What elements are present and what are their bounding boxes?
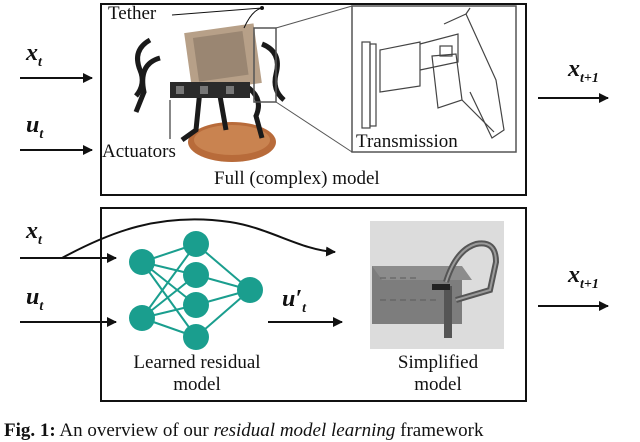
neuron-hidden-4 (183, 324, 209, 350)
learned-label-line1: Learned residual (133, 352, 261, 373)
zoom-box (253, 27, 277, 103)
residual-action-label: u′t (282, 286, 306, 316)
simplified-model-label: Simplified model (378, 352, 498, 396)
tether-pointer (171, 7, 263, 16)
caption-text-a: An overview of our (55, 420, 214, 441)
simplified-label-line1: Simplified (397, 352, 479, 373)
neuron-input-2 (129, 305, 155, 331)
neural-network (129, 231, 263, 350)
figure-caption: Fig. 1: An overview of our residual mode… (4, 420, 484, 442)
neuron-hidden-1 (183, 231, 209, 257)
top-action-label: ut (26, 112, 44, 142)
transmission-label: Transmission (356, 131, 458, 152)
full-model-frame (100, 3, 527, 196)
top-state-label: xt (26, 40, 42, 70)
caption-italic: residual model learning (213, 420, 396, 441)
caption-prefix: Fig. 1: (4, 420, 56, 441)
learned-residual-label: Learned residual model (114, 352, 280, 396)
simplified-model-frame (100, 207, 527, 402)
learned-label-line2: model (173, 374, 221, 395)
neuron-output (237, 277, 263, 303)
neuron-hidden-2 (183, 262, 209, 288)
bottom-next-state-label: xt+1 (568, 262, 599, 292)
simplified-model-render (370, 221, 504, 349)
zoom-connector-top (275, 5, 353, 29)
tether-label: Tether (108, 3, 157, 24)
actuators-label: Actuators (102, 141, 176, 162)
transmission-drawing (361, 7, 505, 139)
bottom-action-label: ut (26, 284, 44, 314)
bypass-curve-arrow (61, 218, 336, 259)
caption-text-b: framework (395, 420, 484, 441)
robot-photo (133, 7, 286, 162)
neuron-input-1 (129, 249, 155, 275)
transmission-inset (351, 5, 517, 153)
zoom-connector-bottom (275, 101, 353, 153)
simplified-label-line2: model (414, 374, 462, 395)
bottom-state-label: xt (26, 218, 42, 248)
full-model-caption: Full (complex) model (214, 168, 380, 189)
top-next-state-label: xt+1 (568, 56, 599, 86)
neuron-hidden-3 (183, 292, 209, 318)
